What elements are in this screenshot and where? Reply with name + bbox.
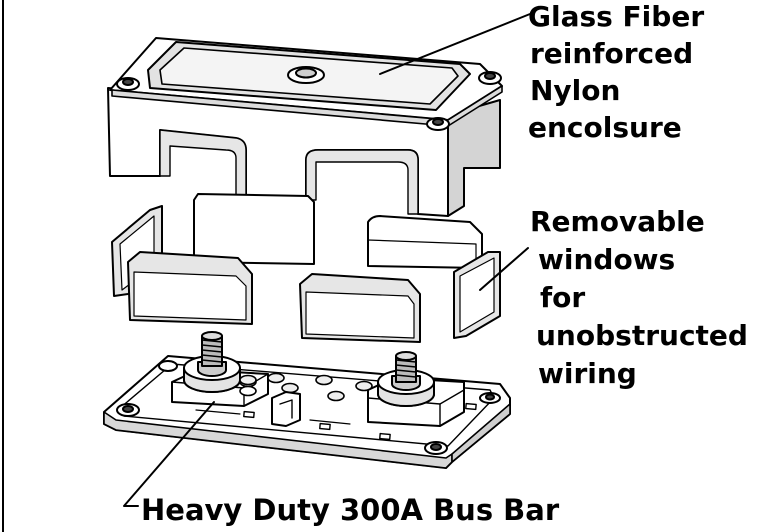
- callout-enclosure-line-4: encolsure: [528, 111, 682, 144]
- leader-bus-bar: [123, 401, 215, 507]
- callout-enclosure: Glass Fiber reinforced Nylon encolsure: [528, 0, 704, 146]
- callout-windows-line-1: Removable: [530, 205, 705, 238]
- callout-windows-line-5: wiring: [538, 357, 637, 390]
- stud-right: [377, 351, 435, 407]
- stud-left: [183, 331, 241, 393]
- bar-screws: [239, 372, 373, 402]
- callout-windows-line-2: windows: [538, 243, 676, 276]
- callout-bus-bar: Heavy Duty 300A Bus Bar: [141, 492, 559, 528]
- leader-lines: [123, 13, 531, 507]
- callout-windows-line-3: for: [540, 281, 586, 314]
- window-back-left: [193, 193, 315, 265]
- bus-bar-base: [103, 331, 511, 469]
- callout-bus-bar-text: Heavy Duty 300A Bus Bar: [141, 493, 560, 527]
- callout-enclosure-line-2: reinforced: [530, 37, 694, 70]
- leader-windows: [479, 247, 529, 291]
- callout-windows-line-4: unobstructed: [536, 319, 748, 352]
- callout-windows: Removable windows for unobstructed wirin…: [530, 203, 748, 393]
- callout-enclosure-line-1: Glass Fiber: [528, 0, 705, 33]
- leader-enclosure: [379, 13, 531, 75]
- callout-enclosure-line-3: Nylon: [530, 74, 621, 107]
- removable-windows: [111, 193, 501, 343]
- enclosure-lid: [107, 37, 503, 217]
- center-clip: [271, 391, 301, 427]
